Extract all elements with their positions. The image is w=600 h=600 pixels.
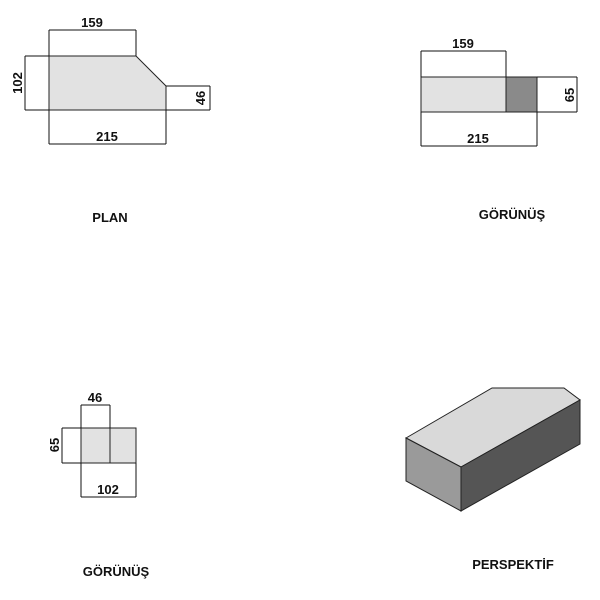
side-dim-bottom-label: 102 (97, 482, 119, 497)
plan-dim-left: 102 (10, 55, 49, 111)
side-dim-left-label: 65 (47, 438, 62, 452)
plan-dim-top: 159 (48, 15, 137, 56)
side-view: 46 102 65 GÖRÜNÜŞ (47, 390, 150, 579)
front-face-dark (505, 76, 538, 113)
front-dim-right-label: 65 (562, 88, 577, 102)
side-dim-top: 46 (80, 390, 111, 428)
side-dim-left: 65 (47, 427, 81, 464)
plan-dim-top-label: 159 (81, 15, 103, 30)
plan-dim-right: 46 (166, 85, 211, 111)
side-dim-bottom: 102 (80, 463, 137, 498)
perspective-caption: PERSPEKTİF (472, 557, 554, 572)
plan-dim-left-label: 102 (10, 72, 25, 94)
plan-caption: PLAN (92, 210, 127, 225)
perspective-view: PERSPEKTİF (404, 387, 581, 572)
side-dim-top-label: 46 (88, 390, 102, 405)
side-caption: GÖRÜNÜŞ (83, 564, 150, 579)
side-face-left (80, 427, 111, 464)
front-dim-top: 159 (420, 36, 507, 77)
front-dim-top-label: 159 (452, 36, 474, 51)
front-view: 159 215 65 GÖRÜNÜŞ (420, 36, 578, 222)
plan-view: 159 215 102 46 PLAN (10, 15, 211, 225)
plan-dim-bottom: 215 (48, 110, 167, 145)
plan-dim-bottom-label: 215 (96, 129, 118, 144)
front-dim-bottom-label: 215 (467, 131, 489, 146)
plan-dim-right-label: 46 (193, 91, 208, 105)
plan-shape (48, 55, 167, 111)
front-dim-right: 65 (537, 76, 578, 113)
front-dim-bottom: 215 (420, 112, 538, 147)
perspective-side-face (460, 399, 581, 512)
side-face-right (109, 427, 137, 464)
front-caption: GÖRÜNÜŞ (479, 207, 546, 222)
front-face-light (420, 76, 507, 113)
